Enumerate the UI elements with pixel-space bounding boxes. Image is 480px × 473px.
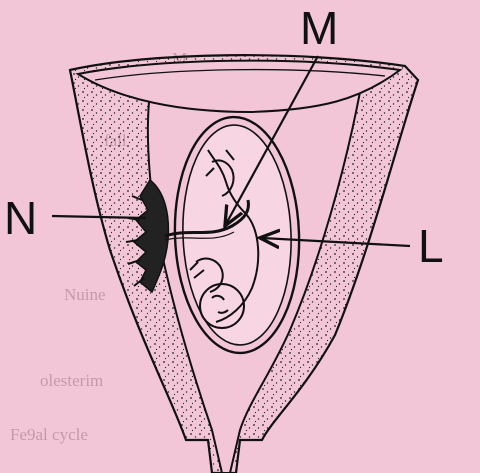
bleed-text: Fe9al cycle bbox=[10, 425, 88, 444]
label-n: N bbox=[4, 192, 37, 244]
label-l: L bbox=[418, 220, 444, 272]
bleed-text: Nuine bbox=[64, 285, 106, 304]
bleed-text: olesterim bbox=[40, 371, 103, 390]
label-m: M bbox=[300, 2, 338, 54]
